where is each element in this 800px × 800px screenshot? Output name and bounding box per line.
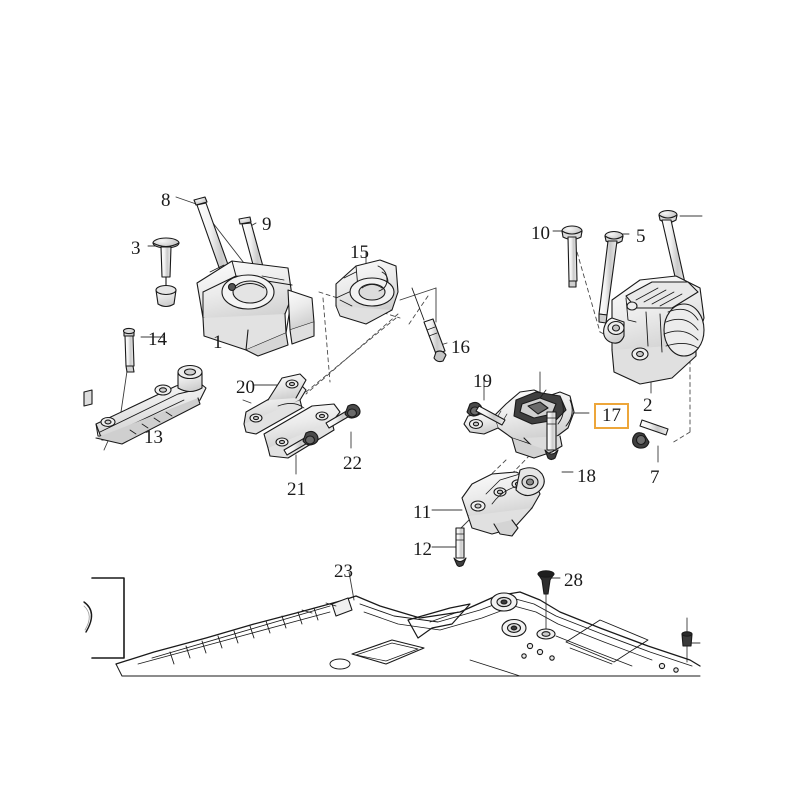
callout-12[interactable]: 12	[413, 539, 432, 560]
callout-11[interactable]: 11	[413, 502, 432, 523]
callout-19[interactable]: 19	[473, 371, 492, 392]
callout-18[interactable]: 18	[577, 466, 596, 487]
callout-9[interactable]: 9	[262, 214, 272, 235]
callout-22[interactable]: 22	[343, 453, 362, 474]
callout-16[interactable]: 16	[451, 337, 470, 358]
callout-1[interactable]: 1	[213, 332, 223, 353]
callout-20[interactable]: 20	[236, 377, 255, 398]
callout-14[interactable]: 14	[148, 329, 167, 350]
callout-17-highlighted[interactable]: 17	[594, 403, 629, 429]
callout-7[interactable]: 7	[650, 467, 660, 488]
callout-28[interactable]: 28	[564, 570, 583, 591]
callout-13[interactable]: 13	[144, 427, 163, 448]
callout-3[interactable]: 3	[131, 238, 141, 259]
callout-5[interactable]: 5	[636, 226, 646, 247]
callout-10[interactable]: 10	[531, 223, 550, 244]
callout-23[interactable]: 23	[334, 561, 353, 582]
callout-8[interactable]: 8	[161, 190, 171, 211]
callout-21[interactable]: 21	[287, 479, 306, 500]
callout-2[interactable]: 2	[643, 395, 653, 416]
callout-15[interactable]: 15	[350, 242, 369, 263]
